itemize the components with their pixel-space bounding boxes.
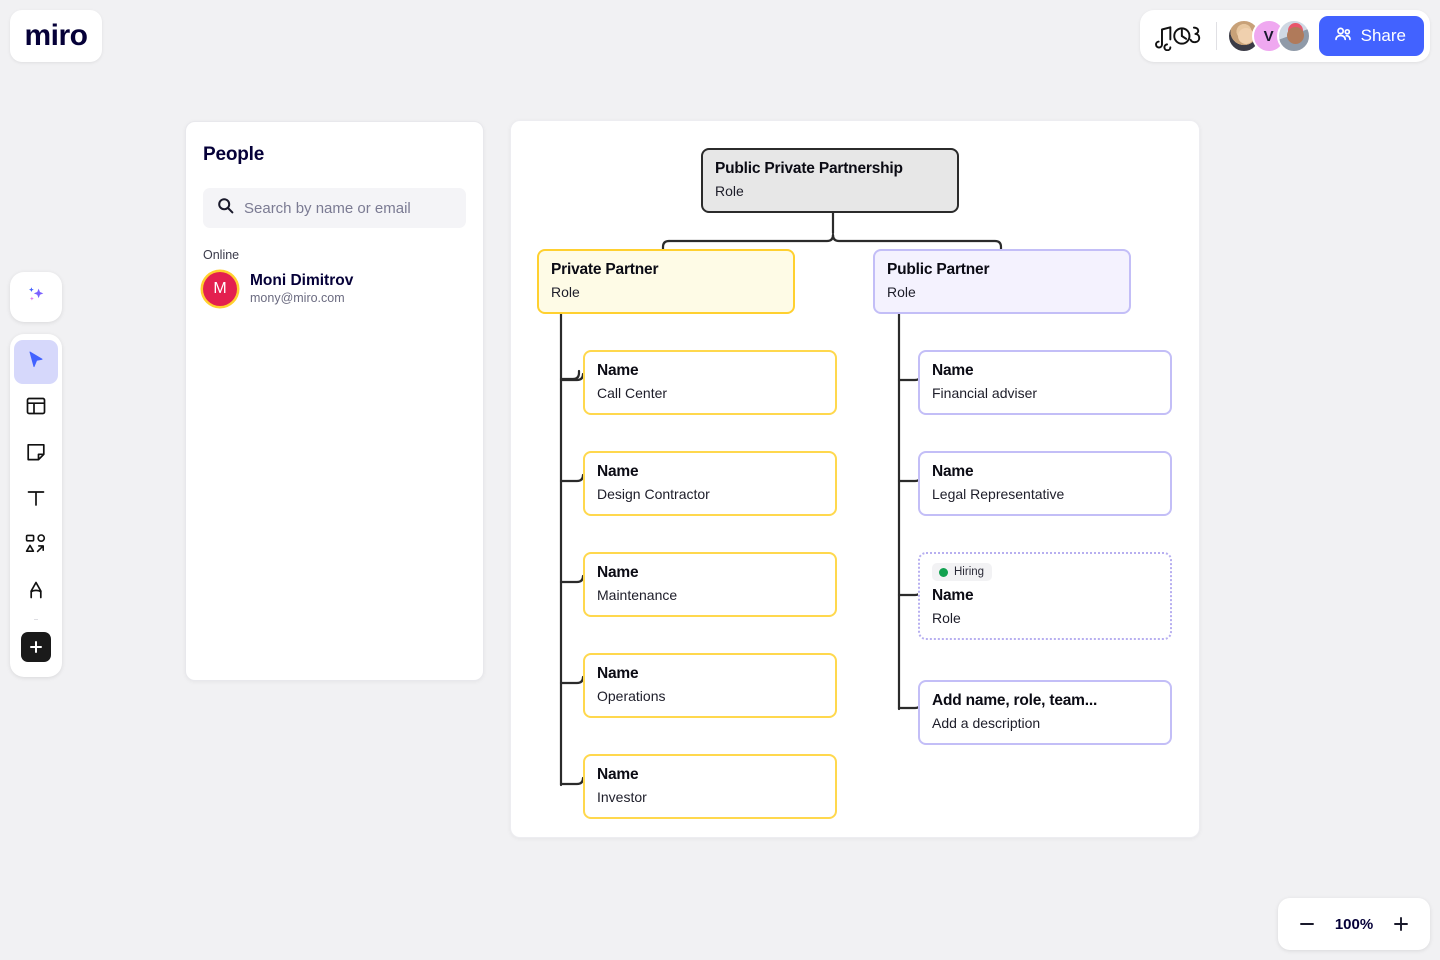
people-icon — [1333, 24, 1353, 49]
people-panel: People Online M Moni Dimitrov mony@miro.… — [185, 121, 484, 681]
org-node-title: Name — [597, 362, 639, 379]
toolbar-divider — [34, 619, 38, 620]
collaborator-avatar-3[interactable] — [1276, 19, 1311, 53]
org-node-subtitle: Maintenance — [597, 586, 678, 603]
pen-tool[interactable] — [14, 570, 58, 614]
org-node-title: Add name, role, team... — [932, 692, 1098, 709]
main-toolbar-card — [10, 334, 62, 677]
org-node-title: Name — [932, 587, 974, 604]
org-node-title: Name — [597, 564, 639, 581]
org-node-legal-representative[interactable]: Name Legal Representative — [918, 451, 1172, 517]
org-node-title: Name — [932, 463, 974, 480]
org-node-call-center[interactable]: Name Call Center — [583, 350, 837, 416]
zoom-level-value: 100% — [1334, 915, 1374, 933]
more-apps-tool[interactable] — [14, 625, 58, 669]
pen-nib-icon — [25, 579, 47, 606]
collaborator-avatars: V — [1226, 19, 1311, 53]
org-node-investor[interactable]: Name Investor — [583, 754, 837, 820]
shapes-arrow-icon — [24, 532, 48, 561]
org-node-add-placeholder[interactable]: Add name, role, team... Add a descriptio… — [918, 680, 1172, 746]
org-node-title: Name — [597, 665, 639, 682]
person-name: Moni Dimitrov — [250, 272, 354, 289]
person-list-item[interactable]: M Moni Dimitrov mony@miro.com — [203, 271, 466, 308]
sticky-note-icon — [25, 441, 47, 468]
org-node-title: Public Private Partnership — [715, 160, 903, 177]
org-node-title: Name — [597, 766, 639, 783]
org-node-root[interactable]: Public Private Partnership Role — [701, 148, 959, 214]
org-chart: Public Private Partnership Role Private … — [511, 121, 1199, 837]
sticky-note-tool[interactable] — [14, 432, 58, 476]
org-node-maintenance[interactable]: Name Maintenance — [583, 552, 837, 618]
person-email: mony@miro.com — [250, 291, 345, 306]
sparkle-icon — [24, 283, 48, 312]
board-canvas[interactable]: Public Private Partnership Role Private … — [510, 120, 1200, 838]
org-node-subtitle: Investor — [597, 788, 647, 805]
collaborator-avatar-2-initial: V — [1263, 27, 1274, 45]
org-node-title: Public Partner — [887, 261, 990, 278]
org-node-hiring-placeholder[interactable]: Hiring Name Role — [918, 552, 1172, 641]
org-node-subtitle: Legal Representative — [932, 485, 1065, 502]
search-input[interactable] — [244, 199, 452, 217]
people-search-box[interactable] — [203, 188, 466, 228]
org-node-subtitle: Financial adviser — [932, 384, 1038, 401]
top-right-bar: V Share — [1139, 10, 1430, 62]
shapes-connectors-tool[interactable] — [14, 524, 58, 568]
miro-logo[interactable]: miro — [10, 10, 102, 62]
templates-tool[interactable] — [14, 386, 58, 430]
org-node-title: Private Partner — [551, 261, 659, 278]
avatar-initial: M — [213, 280, 227, 298]
org-node-subtitle: Role — [715, 182, 744, 199]
zoom-in-button[interactable] — [1383, 906, 1419, 942]
org-node-subtitle: Role — [887, 283, 916, 300]
org-node-subtitle: Call Center — [597, 384, 668, 401]
topbar-divider — [1215, 22, 1217, 50]
org-node-subtitle: Add a description — [932, 714, 1041, 731]
org-node-private-partner[interactable]: Private Partner Role — [537, 249, 795, 315]
status-badge-label: Hiring — [954, 566, 985, 578]
zoom-control: 100% — [1278, 898, 1430, 950]
avatar: M — [203, 272, 237, 307]
ai-sparkle-tool[interactable] — [14, 275, 58, 319]
person-details: Moni Dimitrov mony@miro.com — [250, 271, 353, 308]
org-node-financial-adviser[interactable]: Name Financial adviser — [918, 350, 1172, 416]
select-tool[interactable] — [14, 340, 58, 384]
status-badge: Hiring — [932, 563, 993, 581]
miro-logo-text: miro — [24, 19, 88, 52]
org-node-subtitle: Design Contractor — [597, 485, 710, 502]
share-button[interactable]: Share — [1318, 16, 1424, 56]
online-section-label: Online — [203, 248, 240, 262]
zoom-out-button[interactable] — [1289, 906, 1325, 942]
text-t-icon — [25, 487, 47, 514]
music-notes-doodle-icon[interactable] — [1154, 21, 1214, 51]
hiring-status-dot-icon — [939, 567, 948, 577]
org-node-design-contractor[interactable]: Name Design Contractor — [583, 451, 837, 517]
text-tool[interactable] — [14, 478, 58, 522]
org-node-operations[interactable]: Name Operations — [583, 653, 837, 719]
org-node-subtitle: Role — [932, 609, 961, 626]
search-icon — [217, 197, 234, 219]
people-panel-title: People — [203, 144, 265, 165]
org-node-subtitle: Operations — [597, 687, 666, 704]
org-node-subtitle: Role — [551, 283, 580, 300]
cursor-icon — [25, 349, 47, 376]
layout-icon — [25, 395, 47, 422]
plus-icon — [21, 632, 51, 662]
org-node-title: Name — [597, 463, 639, 480]
org-node-public-partner[interactable]: Public Partner Role — [873, 249, 1131, 315]
share-button-label: Share — [1360, 26, 1406, 45]
ai-toolbar-card — [10, 272, 62, 322]
org-node-title: Name — [932, 362, 974, 379]
